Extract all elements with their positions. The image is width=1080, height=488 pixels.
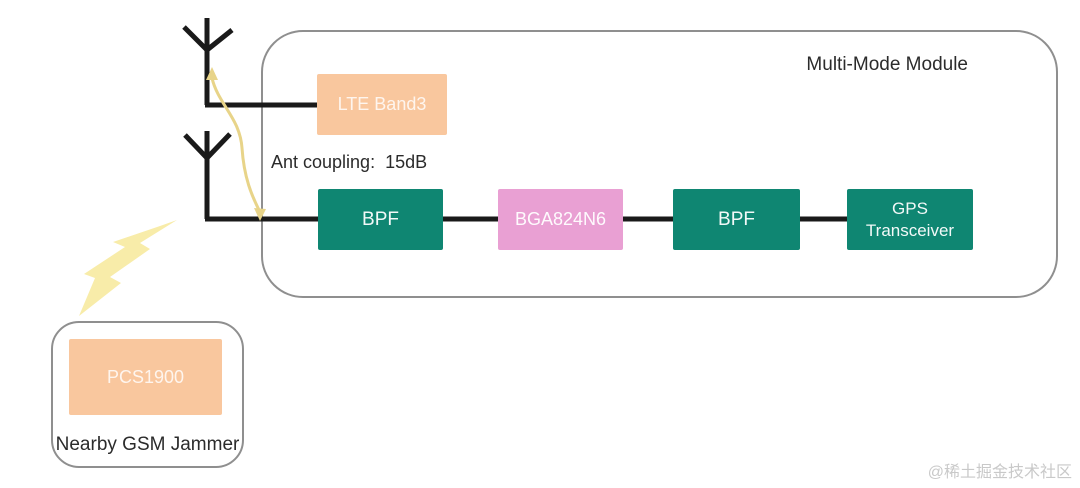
- node-bpf-2: BPF: [673, 189, 800, 250]
- watermark-text: @稀土掘金技术社区: [927, 464, 1072, 481]
- ant-coupling-label: Ant coupling: 15dB: [271, 152, 428, 172]
- module-title: Multi-Mode Module: [806, 54, 968, 75]
- antenna-icon: [183, 131, 232, 219]
- multi-mode-module-container: Multi-Mode Module: [261, 30, 1058, 298]
- gsm-jammer-container: Nearby GSM Jammer: [51, 321, 244, 468]
- node-pcs1900: PCS1900: [69, 339, 222, 415]
- lightning-bolt-icon: [79, 220, 177, 316]
- node-bpf-1: BPF: [318, 189, 443, 250]
- antenna-icon: [182, 18, 234, 105]
- coupling-arrow-icon: [206, 67, 266, 221]
- jammer-caption: Nearby GSM Jammer: [55, 434, 240, 455]
- node-lte-band3: LTE Band3: [317, 74, 447, 135]
- node-bga824n6: BGA824N6: [498, 189, 623, 250]
- node-gps-transceiver: GPS Transceiver: [847, 189, 973, 250]
